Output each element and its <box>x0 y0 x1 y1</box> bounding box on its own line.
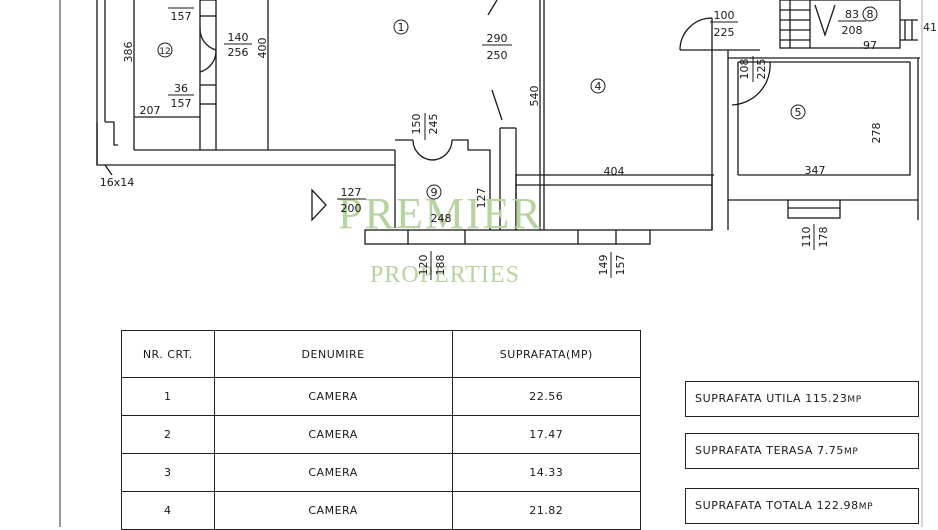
dim-208: 208 <box>842 24 863 37</box>
watermark-properties: PROPERTIES <box>370 262 520 288</box>
dim-120: 120 <box>417 255 430 276</box>
dim-278: 278 <box>870 123 883 144</box>
row-name: CAMERA <box>213 415 453 454</box>
dim-97: 97 <box>863 39 877 52</box>
dim-540: 540 <box>528 86 541 107</box>
summary-totala-value: 122.98 <box>816 499 859 512</box>
row-name: CAMERA <box>213 453 453 492</box>
dim-83: 83 <box>845 8 859 21</box>
row-area: 22.56 <box>451 377 642 416</box>
room-label-1: 1 <box>398 21 405 34</box>
room-label-9: 9 <box>431 186 438 199</box>
summary-terasa-unit: MP <box>843 447 859 457</box>
dim-157-top: 157 <box>171 10 192 23</box>
table-row: 1 CAMERA 22.56 <box>121 377 642 416</box>
table-row: 3 CAMERA 14.33 <box>121 453 642 492</box>
table-header-row: NR. CRT. DENUMIRE SUPRAFATA(MP) <box>121 330 642 378</box>
summary-utila-unit: MP <box>847 395 862 405</box>
dim-245: 245 <box>427 114 440 135</box>
dim-157-bottom: 157 <box>614 255 627 276</box>
row-area: 14.33 <box>451 453 642 492</box>
dim-110: 110 <box>800 227 813 248</box>
row-name: CAMERA <box>213 377 453 416</box>
room-circles <box>157 6 878 200</box>
dim-100: 100 <box>714 9 735 22</box>
header-denumire: DENUMIRE <box>213 330 453 378</box>
header-nr: NR. CRT. <box>121 330 215 378</box>
summary-terasa-box: SUPRAFATA TERASA 7.75MP <box>685 433 919 469</box>
row-area: 21.82 <box>451 491 642 530</box>
room-area-table: NR. CRT. DENUMIRE SUPRAFATA(MP) 1 CAMERA… <box>121 330 642 530</box>
dim-108: 108 <box>738 59 751 80</box>
row-nr: 4 <box>121 491 215 530</box>
summary-totala-label: SUPRAFATA TOTALA <box>695 499 813 512</box>
dim-157-mid: 157 <box>171 97 192 110</box>
summary-terasa-value: 7.75 <box>817 444 844 457</box>
summary-utila-value: 115.23 <box>805 392 848 405</box>
dimension-fraction-lines <box>168 7 866 280</box>
dim-404: 404 <box>604 165 625 178</box>
dim-16x14: 16x14 <box>100 176 135 189</box>
dim-290: 290 <box>487 32 508 45</box>
dim-248: 248 <box>431 212 452 225</box>
summary-terasa-label: SUPRAFATA TERASA <box>695 444 813 457</box>
summary-utila-label: SUPRAFATA UTILA <box>695 392 802 405</box>
dim-36: 36 <box>174 82 188 95</box>
dim-250: 250 <box>487 49 508 62</box>
room-label-8: 8 <box>867 8 874 21</box>
summary-utila-box: SUPRAFATA UTILA 115.23MP <box>685 381 919 417</box>
walls <box>96 0 920 245</box>
dim-150: 150 <box>410 114 423 135</box>
dim-178: 178 <box>817 227 830 248</box>
row-nr: 2 <box>121 415 215 454</box>
dim-225-side: 225 <box>755 59 768 80</box>
dim-256: 256 <box>228 46 249 59</box>
room-label-12: 12 <box>159 47 170 57</box>
room-label-4: 4 <box>595 80 602 93</box>
room-label-5: 5 <box>795 106 802 119</box>
dim-188: 188 <box>434 255 447 276</box>
summary-totala-box: SUPRAFATA TOTALA 122.98MP <box>685 488 919 524</box>
row-area: 17.47 <box>451 415 642 454</box>
dim-140: 140 <box>228 31 249 44</box>
dim-225-door: 225 <box>714 26 735 39</box>
dim-347: 347 <box>805 164 826 177</box>
dim-400: 400 <box>256 38 269 59</box>
header-suprafata: SUPRAFATA(MP) <box>451 330 642 378</box>
dim-127-door: 127 <box>341 186 362 199</box>
dim-41: 41 <box>923 21 937 34</box>
dim-127-side: 127 <box>475 188 488 209</box>
row-name: CAMERA <box>213 491 453 530</box>
table-row: 2 CAMERA 17.47 <box>121 415 642 454</box>
table-row: 4 CAMERA 21.82 <box>121 491 642 530</box>
dim-386: 386 <box>122 42 135 63</box>
dim-207: 207 <box>140 104 161 117</box>
row-nr: 1 <box>121 377 215 416</box>
summary-totala-unit: MP <box>858 502 874 512</box>
dim-149: 149 <box>597 255 610 276</box>
row-nr: 3 <box>121 453 215 492</box>
dim-200: 200 <box>341 202 362 215</box>
